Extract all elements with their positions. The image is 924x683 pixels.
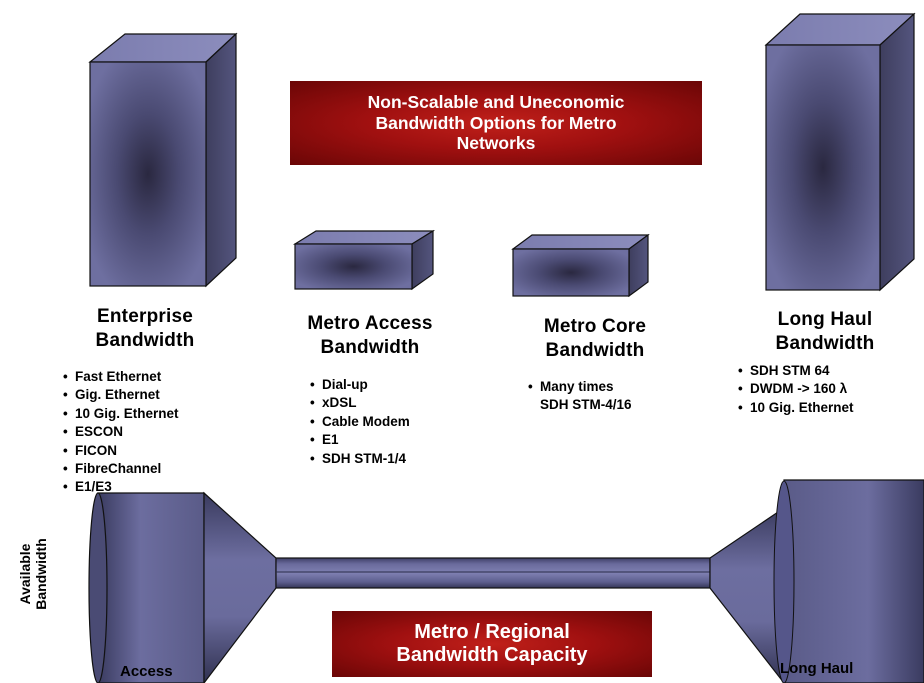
- title-banner-line-1: Non-Scalable and Uneconomic: [367, 92, 625, 113]
- long-haul-bandwidth-box: [764, 12, 916, 292]
- available-bandwidth-axis-label: Available Bandwidth: [17, 529, 51, 619]
- axis-label-line-1: Available: [17, 543, 33, 605]
- metro-access-heading-line-2: Bandwidth: [320, 337, 420, 358]
- capacity-banner-line-2: Bandwidth Capacity: [396, 644, 588, 666]
- enterprise-heading: Enterprise Bandwidth: [60, 305, 230, 353]
- list-item: E1: [310, 431, 410, 449]
- enterprise-heading-line-1: Enterprise: [97, 306, 193, 327]
- long-haul-heading-line-1: Long Haul: [777, 309, 873, 330]
- list-item: DWDM -> 160 λ: [738, 380, 854, 398]
- list-item: 10 Gig. Ethernet: [63, 405, 179, 423]
- enterprise-options-list: Fast Ethernet Gig. Ethernet 10 Gig. Ethe…: [63, 368, 179, 497]
- metro-access-heading-line-1: Metro Access: [307, 313, 433, 334]
- list-item: Cable Modem: [310, 413, 410, 431]
- enterprise-bandwidth-box: [88, 32, 238, 288]
- list-item: FICON: [63, 442, 179, 460]
- metro-core-heading-line-2: Bandwidth: [545, 340, 645, 361]
- access-label: Access: [120, 663, 173, 680]
- long-haul-heading-line-2: Bandwidth: [775, 333, 875, 354]
- list-item: E1/E3: [63, 478, 179, 496]
- capacity-banner-line-1: Metro / Regional: [414, 620, 570, 643]
- list-item: Many times: [528, 378, 632, 396]
- metro-core-heading: Metro Core Bandwidth: [510, 315, 680, 363]
- long-haul-label: Long Haul: [780, 660, 854, 677]
- list-item: ESCON: [63, 423, 179, 441]
- metro-access-options-list: Dial-up xDSL Cable Modem E1 SDH STM-1/4: [310, 376, 410, 468]
- metro-access-bandwidth-box: [292, 229, 436, 291]
- list-item: xDSL: [310, 394, 410, 412]
- metro-core-heading-line-1: Metro Core: [543, 316, 647, 337]
- axis-label-line-2: Bandwidth: [33, 538, 49, 610]
- title-banner-line-3: Networks: [456, 133, 536, 154]
- metro-core-bandwidth-box: [511, 233, 650, 298]
- list-item: SDH STM-1/4: [310, 450, 410, 468]
- title-banner: Non-Scalable and Uneconomic Bandwidth Op…: [290, 81, 702, 165]
- list-item: 10 Gig. Ethernet: [738, 399, 854, 417]
- long-haul-options-list: SDH STM 64 DWDM -> 160 λ 10 Gig. Etherne…: [738, 362, 854, 417]
- enterprise-heading-line-2: Bandwidth: [95, 330, 195, 351]
- list-item: FibreChannel: [63, 460, 179, 478]
- metro-core-options-list: Many times SDH STM-4/16: [528, 378, 632, 415]
- capacity-banner: Metro / Regional Bandwidth Capacity: [332, 611, 652, 677]
- capacity-pipe: [88, 479, 924, 683]
- title-banner-line-2: Bandwidth Options for Metro: [375, 112, 617, 133]
- list-item: Gig. Ethernet: [63, 386, 179, 404]
- list-item: Dial-up: [310, 376, 410, 394]
- list-item: Fast Ethernet: [63, 368, 179, 386]
- metro-access-heading: Metro Access Bandwidth: [280, 312, 460, 360]
- list-item: SDH STM 64: [738, 362, 854, 380]
- list-item-continuation: SDH STM-4/16: [540, 397, 632, 413]
- long-haul-heading: Long Haul Bandwidth: [740, 308, 910, 356]
